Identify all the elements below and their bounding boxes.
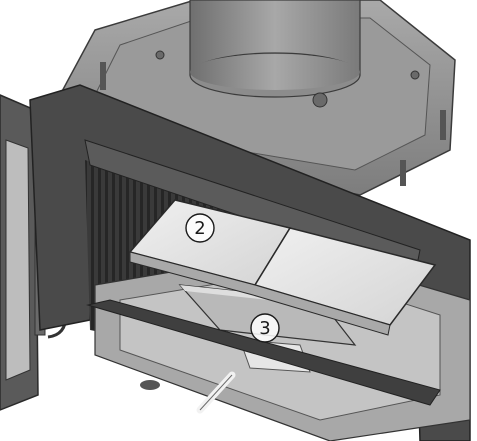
top-bolt-icon (312, 92, 328, 108)
top-bracket (440, 110, 446, 140)
callout-2: 2 (185, 213, 215, 243)
callout-3: 3 (250, 313, 280, 343)
front-lower-lip (86, 299, 441, 406)
top-bolt-icon (410, 70, 420, 80)
upper-plate-edge (129, 251, 391, 336)
callout-circle (185, 213, 215, 243)
pull-rod-outline (199, 374, 233, 411)
door-glass (5, 139, 31, 381)
top-bolt-icon (155, 50, 165, 60)
callout-label-2: 2 (194, 218, 205, 239)
callout-circle (250, 313, 280, 343)
flue-pipe-base (190, 54, 360, 90)
top-bracket (400, 160, 406, 186)
callout-label-3: 3 (259, 318, 270, 339)
stove-foot (140, 380, 160, 390)
top-bracket (100, 62, 106, 90)
